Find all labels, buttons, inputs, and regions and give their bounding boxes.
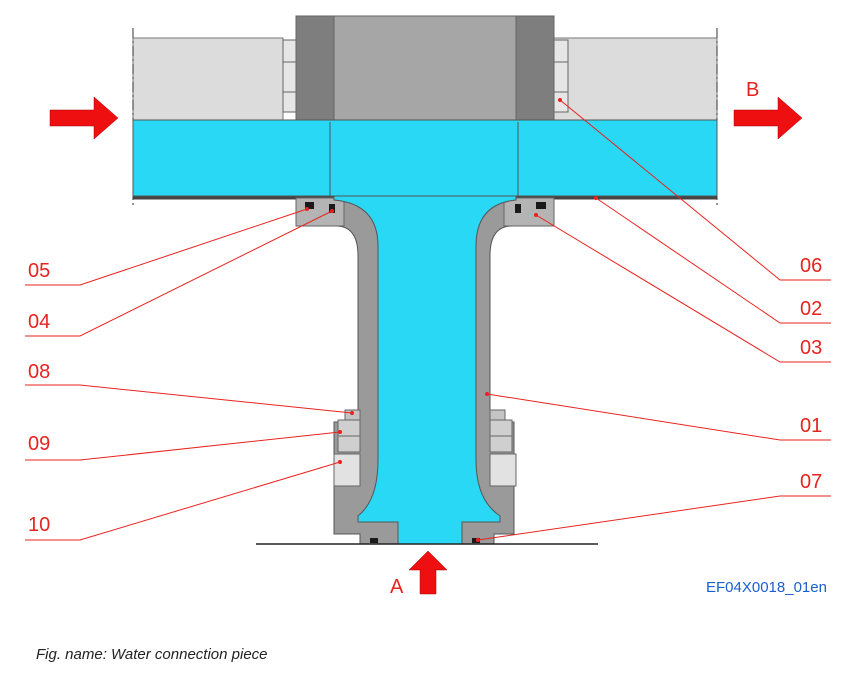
leader-10 <box>25 461 341 541</box>
water-channel-vertical <box>333 195 517 545</box>
bolt-right <box>553 39 569 113</box>
seal-07-right <box>472 538 480 543</box>
part-label-10: 10 <box>28 514 50 536</box>
leader-09 <box>25 431 341 461</box>
inlet-arrow-a <box>408 550 448 595</box>
part-label-02: 02 <box>800 298 822 320</box>
bolt-left <box>282 39 297 113</box>
part-label-06: 06 <box>800 255 822 277</box>
center-block <box>295 15 555 121</box>
outlet-arrow-b <box>733 96 803 140</box>
flow-label-b: B <box>746 79 759 101</box>
ring-left <box>344 409 361 421</box>
seal-07-left <box>370 538 378 543</box>
part-label-04: 04 <box>28 311 50 333</box>
nut-right <box>489 453 517 487</box>
callout-dots <box>305 98 598 542</box>
part-label-01: 01 <box>800 415 822 437</box>
part-label-09: 09 <box>28 433 50 455</box>
inlet-arrow-left <box>49 96 119 140</box>
leader-02 <box>595 197 831 324</box>
callout-leaders <box>25 99 831 541</box>
leader-01 <box>486 393 831 441</box>
figure-code: EF04X0018_01en <box>706 579 827 596</box>
leader-06 <box>559 99 831 281</box>
seal-05 <box>305 202 314 209</box>
flange-left <box>295 197 345 227</box>
center-block-right-band <box>515 15 555 121</box>
flow-label-a: A <box>390 576 404 598</box>
leader-03 <box>535 214 831 363</box>
part-label-08: 08 <box>28 361 50 383</box>
part-label-07: 07 <box>800 471 822 493</box>
nut-left <box>333 453 361 487</box>
water-channel-horizontal <box>132 119 718 197</box>
upper-housing-right <box>553 37 718 121</box>
seal-02 <box>536 202 546 209</box>
seal-03 <box>515 204 521 213</box>
leader-08 <box>25 384 353 414</box>
seal-04 <box>329 204 335 213</box>
ring-right <box>489 409 506 421</box>
part-label-05: 05 <box>28 260 50 282</box>
center-block-left-band <box>295 15 335 121</box>
part-label-03: 03 <box>800 337 822 359</box>
upper-housing-left <box>132 37 284 121</box>
figure-caption: Fig. name: Water connection piece <box>36 646 268 663</box>
leader-07 <box>477 495 831 541</box>
leader-05 <box>25 208 308 286</box>
leader-04 <box>25 210 333 337</box>
